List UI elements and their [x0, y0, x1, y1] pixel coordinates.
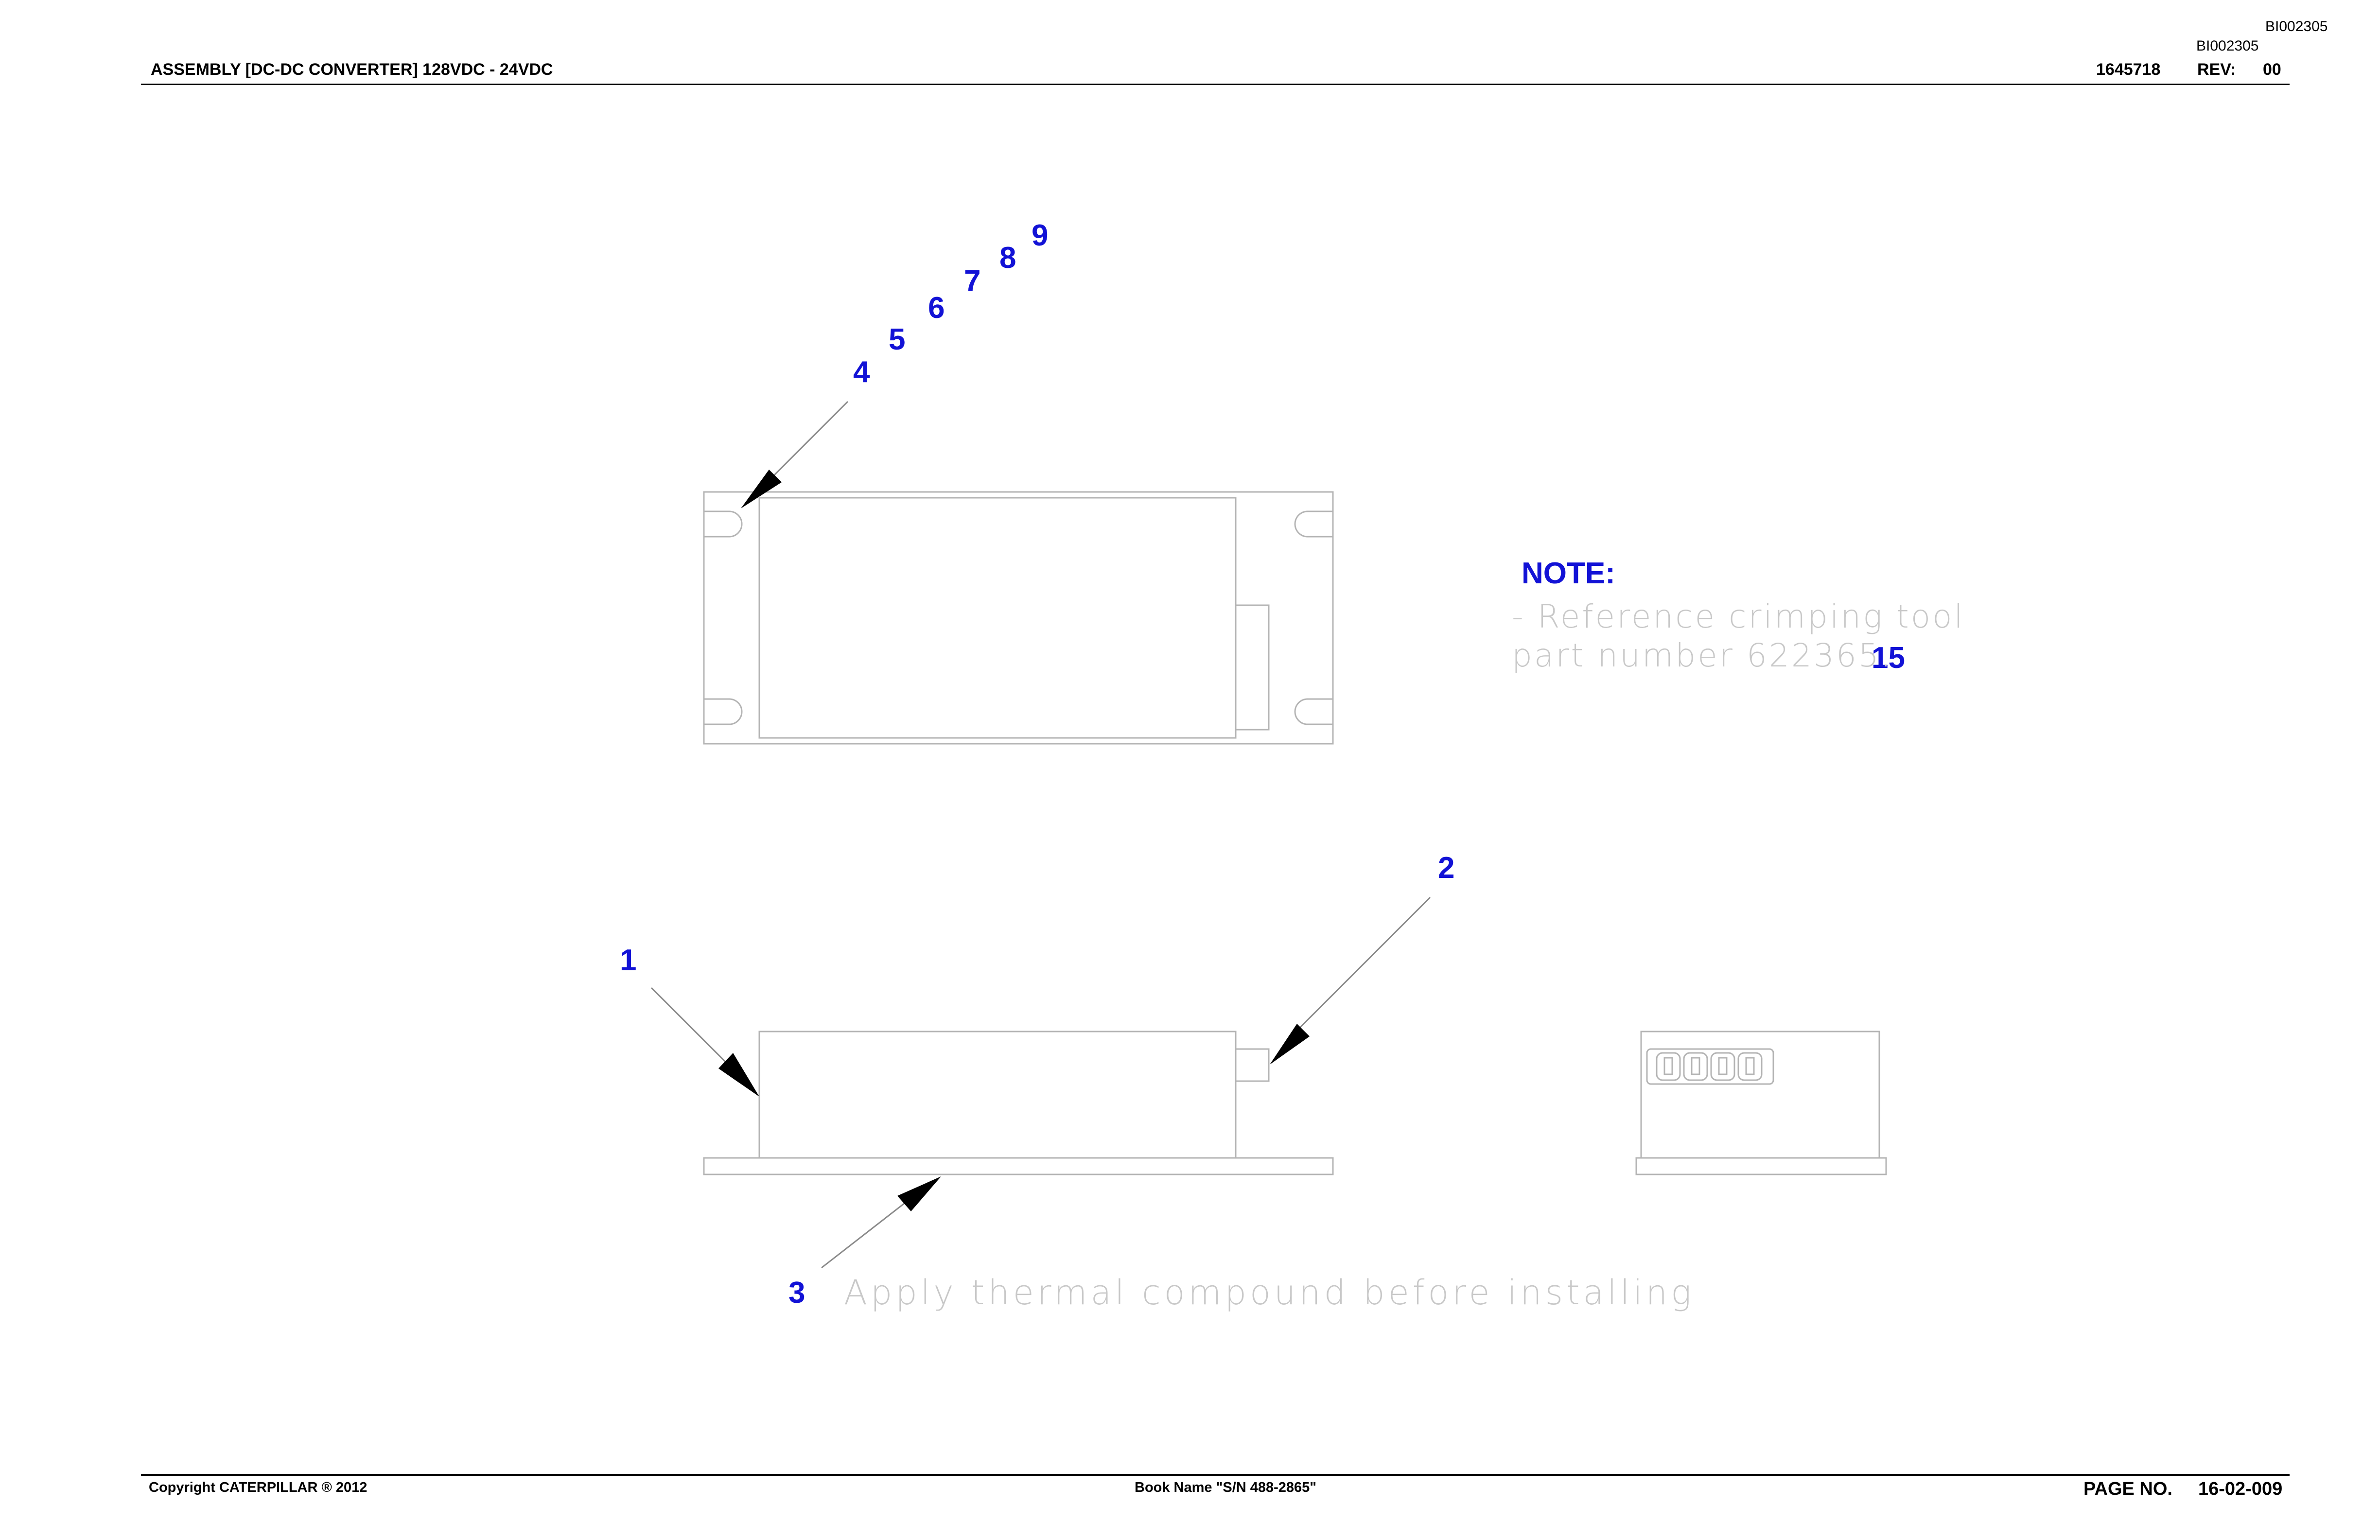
part-number: 1645718	[2096, 60, 2161, 79]
header-rule	[141, 84, 2290, 85]
rev-label: REV:	[2197, 60, 2236, 79]
arrowhead-1	[718, 1053, 759, 1097]
page-label: PAGE NO.	[2083, 1479, 2172, 1499]
leader-line-1	[650, 987, 730, 1067]
mounting-slot-br	[1294, 698, 1333, 725]
book-name: Book Name "S/N 488-2865"	[1135, 1480, 1317, 1495]
callout-4: 4	[853, 355, 870, 389]
end-view-pin-slot-3	[1718, 1057, 1728, 1075]
mounting-slot-tl	[704, 510, 743, 538]
callout-6: 6	[928, 291, 945, 325]
mounting-slot-tr	[1294, 510, 1333, 538]
end-view-pin-4	[1737, 1052, 1763, 1081]
top-view-converter-body	[758, 497, 1237, 739]
thermal-compound-note: Apply thermal compound before installing	[844, 1273, 1695, 1312]
top-view-base-plate	[703, 491, 1334, 745]
drawing-id-top: BI002305	[2265, 18, 2328, 35]
end-view-base-plate	[1635, 1157, 1887, 1175]
callout-9: 9	[1032, 219, 1049, 252]
drawing-id-second: BI002305	[2196, 38, 2259, 54]
rev-value: 00	[2263, 60, 2281, 79]
mounting-slot-bl	[704, 698, 743, 725]
callout-1: 1	[620, 944, 637, 977]
callout-15: 15	[1872, 641, 1905, 675]
leader-line-3	[821, 1192, 918, 1269]
arrowhead-4	[741, 470, 782, 508]
end-view-pin-slot-4	[1745, 1057, 1755, 1075]
callout-3: 3	[788, 1276, 805, 1310]
arrowhead-3	[897, 1176, 941, 1211]
note-line-2: part number 622365.	[1512, 637, 1893, 674]
side-view-base-plate	[703, 1157, 1334, 1175]
callout-8: 8	[999, 241, 1016, 275]
page-title: ASSEMBLY [DC-DC CONVERTER] 128VDC - 24VD…	[151, 60, 553, 79]
footer-rule	[141, 1474, 2290, 1476]
page-number: 16-02-009	[2198, 1479, 2283, 1499]
callout-7: 7	[964, 264, 981, 298]
top-view-connector	[1235, 604, 1270, 731]
note-title: NOTE:	[1522, 557, 1615, 590]
callout-2: 2	[1438, 851, 1455, 885]
arrowhead-2	[1270, 1024, 1310, 1065]
callout-5: 5	[889, 323, 906, 356]
note-line-1: - Reference crimping tool	[1512, 598, 1965, 635]
end-view-pin-1	[1656, 1052, 1681, 1081]
end-view-connector-housing	[1646, 1048, 1774, 1085]
end-view-pin-slot-1	[1663, 1057, 1673, 1075]
copyright: Copyright CATERPILLAR ® 2012	[149, 1480, 368, 1495]
leader-line-2	[1295, 896, 1431, 1032]
end-view-pin-3	[1710, 1052, 1735, 1081]
end-view-pin-2	[1683, 1052, 1708, 1081]
end-view-body	[1640, 1031, 1880, 1159]
end-view-pin-slot-2	[1691, 1057, 1700, 1075]
side-view-connector	[1235, 1048, 1270, 1082]
side-view-converter-body	[758, 1031, 1237, 1159]
